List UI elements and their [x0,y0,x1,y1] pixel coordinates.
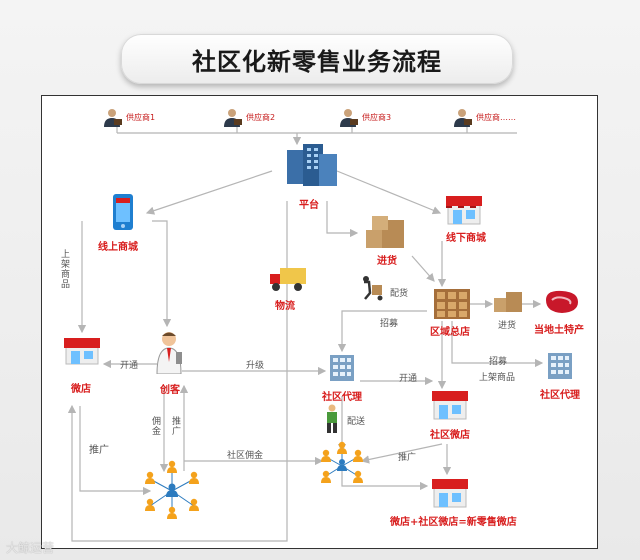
supplier-2 [222,107,242,131]
promote-label-1: 推广 [89,445,109,456]
open-label-1: 开通 [120,361,139,371]
warehouse-shelves-icon [434,289,470,319]
community-agent-right-node [545,350,575,384]
businessman-icon [340,109,358,127]
diagram-board: 供应商1 供应商2 供应商3 供应商…… 平台 线上商城 线下商城 [41,95,598,549]
meat-icon [546,290,578,313]
online-mall-node [110,192,136,236]
community-micro-store-label: 社区微店 [430,430,470,441]
micro-store-node [62,336,102,370]
community-micro-store-node [430,389,470,425]
creator-label: 创客 [160,385,180,396]
worker-icon [327,404,337,433]
regional-hq-node [432,287,472,325]
businessman-icon [224,109,242,127]
list-goods-vertical-label: 上架商品 [59,249,69,289]
storefront-icon [432,391,468,420]
stock-2-node [492,288,524,318]
businessman-icon [104,109,122,127]
supplier-2-label: 供应商2 [246,113,276,122]
recruit-label-1: 招募 [380,319,399,329]
micro-store-label: 微店 [71,384,91,395]
list-goods-label-2: 上架商品 [479,373,516,383]
final-store-label: 微店+社区微店=新零售微店 [390,517,517,528]
storefront-icon [446,196,482,225]
logistics-node [268,264,308,298]
offline-mall-node [444,194,484,230]
distribution-label: 配货 [390,289,409,299]
logistics-label: 物流 [275,301,295,312]
platform-label: 平台 [299,200,319,211]
promote-label-2: 推广 [398,453,417,463]
community-agent-right-label: 社区代理 [540,390,580,401]
stock-node [364,214,408,254]
building-icon [330,355,354,381]
hand-truck-icon [363,276,383,301]
supplier-3 [338,107,358,131]
regional-hq-label: 区域总店 [430,327,470,338]
watermark: 大鲸运营 [6,541,55,555]
building-icon [548,353,572,379]
open-label-2: 开通 [399,374,418,384]
offline-mall-label: 线下商城 [446,233,486,244]
page-title: 社区化新零售业务流程 [192,47,442,76]
stock-label: 进货 [377,256,397,267]
creator-node [154,330,184,378]
community-commission-label: 社区佣金 [227,451,264,461]
supplier-more-label: 供应商…… [476,113,516,122]
local-specialty-label: 当地土特产 [534,325,584,336]
final-store-node [430,477,470,513]
title-banner: 社区化新零售业务流程 [121,34,513,84]
delivery-worker-node [324,404,340,438]
promote-vertical-label: 推广 [170,416,180,436]
boxes-icon [494,292,522,312]
delivery-label: 配送 [347,417,366,427]
office-buildings-icon [287,144,337,186]
storefront-icon [432,479,468,508]
local-specialty-node [542,288,582,320]
community-agent-node [327,352,357,386]
distribution-node [360,275,384,305]
creator-network-icon [145,460,199,519]
commission-label: 佣金 [150,416,160,436]
supplier-1 [102,107,122,131]
supplier-1-label: 供应商1 [126,113,156,122]
supplier-3-label: 供应商3 [362,113,392,122]
supplier-more [452,107,472,131]
truck-icon [270,268,306,291]
online-mall-label: 线上商城 [98,242,138,253]
upgrade-label: 升级 [246,361,265,371]
stock-2-label: 进货 [498,321,517,331]
businessman-icon [156,332,182,375]
boxes-icon [366,216,404,248]
platform-node [282,142,342,192]
connector-lines [67,126,544,542]
storefront-icon [64,338,100,365]
community-agent-label: 社区代理 [322,392,362,403]
phone-storefront-icon [113,194,133,230]
businessman-icon [454,109,472,127]
community-network-icon [321,441,363,483]
recruit-label-2: 招募 [489,357,508,367]
